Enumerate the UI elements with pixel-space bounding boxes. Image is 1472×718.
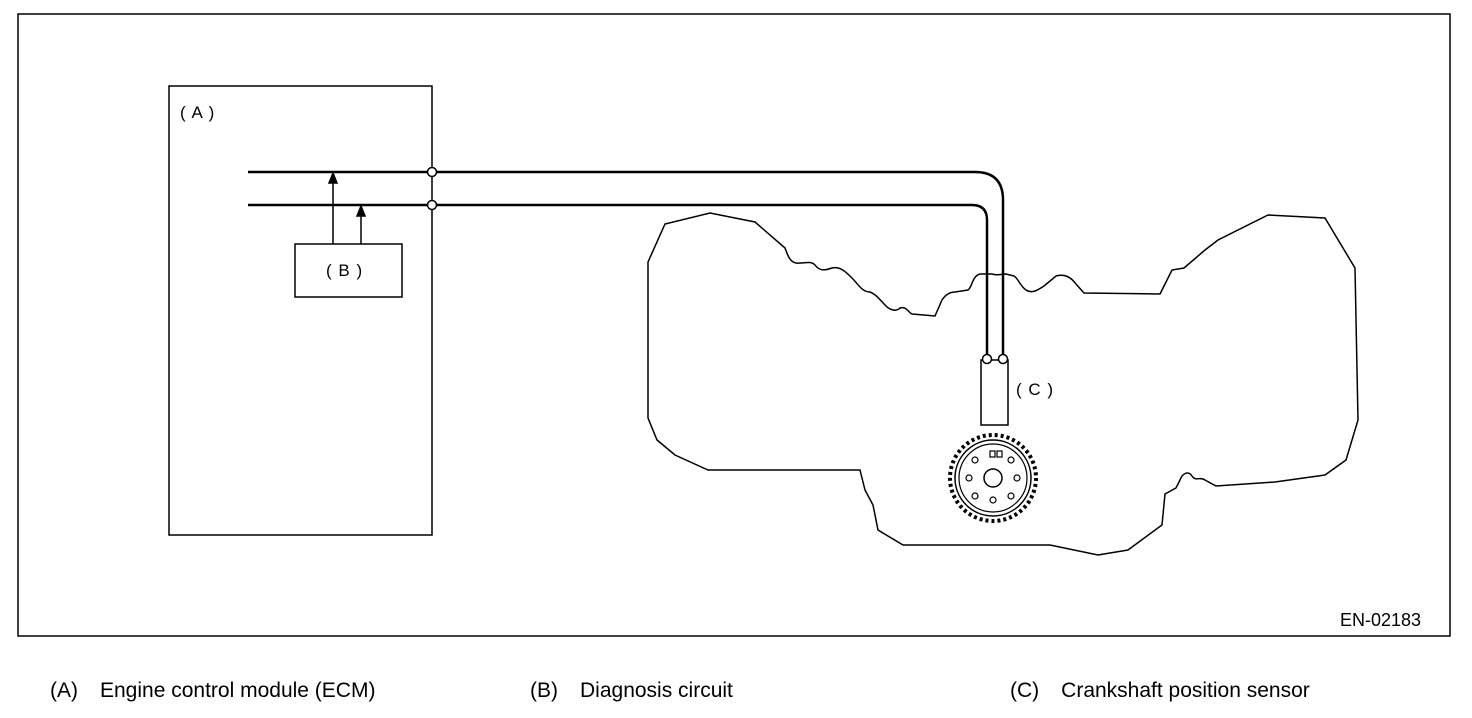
crankshaft-sprocket [948,433,1038,523]
crankshaft-sensor-body [980,359,1009,426]
figure-border [17,13,1451,637]
legend-text: Engine control module (ECM) [100,679,376,702]
sensor-wires [248,170,1005,359]
diagnosis-arrows [327,170,367,244]
legend-code: (C) [1010,679,1040,702]
engine-outline [647,212,1359,556]
label-diagnosis-circuit: ( B ) [326,261,364,280]
ecm-box [168,85,433,536]
legend-code: (B) [530,679,558,702]
figure-id: EN-02183 [1340,610,1422,630]
label-ecm: ( A ) [180,103,216,122]
label-crankshaft-sensor: ( C ) [1016,380,1055,399]
legend-item-crankshaft-sensor: (C) Crankshaft position sensor [1010,680,1310,701]
legend-item-ecm: (A) Engine control module (ECM) [50,680,375,701]
legend-item-diagnosis-circuit: (B) Diagnosis circuit [530,680,733,701]
diagnosis-circuit-box [294,243,403,298]
connector-terminals [426,166,1009,365]
legend-text: Crankshaft position sensor [1061,679,1310,702]
legend-text: Diagnosis circuit [580,679,733,702]
legend-code: (A) [50,679,78,702]
